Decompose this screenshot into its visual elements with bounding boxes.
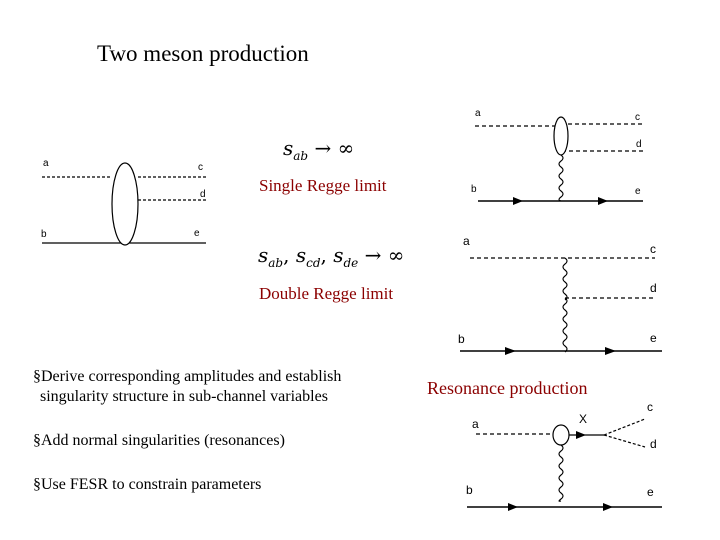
- bullet-fesr: §Use FESR to constrain parameters: [33, 476, 262, 493]
- label-e: e: [194, 228, 200, 239]
- single-regge-label: Single Regge limit: [259, 176, 387, 195]
- arrow-icon: [605, 347, 616, 355]
- resonance-production-label: Resonance production: [427, 378, 588, 398]
- label-b: b: [41, 229, 47, 240]
- label-a: a: [472, 417, 479, 431]
- bullet-marker: §: [33, 476, 41, 493]
- label-d: d: [636, 139, 642, 150]
- decay-line-c: [603, 418, 646, 436]
- arrow-icon: [508, 503, 518, 511]
- reggeon-exchange: [558, 154, 564, 202]
- lower-reggeon-exchange: [562, 297, 568, 353]
- arrow-icon: [505, 347, 516, 355]
- arrow-icon: [576, 431, 586, 439]
- label-a: a: [43, 158, 49, 169]
- bullet-marker: §: [33, 368, 41, 385]
- arrow-icon: [513, 197, 523, 205]
- label-a: a: [463, 234, 470, 248]
- upper-reggeon-exchange: [562, 257, 568, 301]
- label-b: b: [471, 184, 477, 195]
- label-a: a: [475, 108, 481, 119]
- label-d: d: [200, 189, 206, 200]
- label-c: c: [198, 162, 203, 173]
- double-regge-label: Double Regge limit: [259, 284, 394, 303]
- label-e: e: [635, 186, 641, 197]
- label-e: e: [650, 331, 657, 345]
- bullet-marker: §: [33, 432, 41, 449]
- bullet-normal-singularities: §Add normal singularities (resonances): [33, 432, 285, 449]
- arrow-icon: [603, 503, 613, 511]
- single-regge-formula: sab → ∞: [283, 136, 355, 163]
- label-b: b: [458, 332, 465, 346]
- label-d: d: [650, 281, 657, 295]
- slide-title: Two meson production: [97, 41, 309, 66]
- label-x: X: [579, 412, 587, 426]
- reggeon-exchange: [558, 444, 564, 502]
- vertex-blob: [552, 424, 570, 446]
- arrow-icon: [598, 197, 608, 205]
- label-e: e: [647, 485, 654, 499]
- label-c: c: [650, 242, 656, 256]
- decay-line-d: [603, 434, 646, 448]
- label-b: b: [466, 483, 473, 497]
- bullet-derive-amplitudes: §Derive corresponding amplitudes and est…: [33, 368, 342, 405]
- label-d: d: [650, 437, 657, 451]
- interaction-blob: [111, 162, 139, 246]
- label-c: c: [635, 112, 640, 123]
- label-c: c: [647, 400, 653, 414]
- double-regge-formula: sab, scd, sde → ∞: [258, 243, 405, 270]
